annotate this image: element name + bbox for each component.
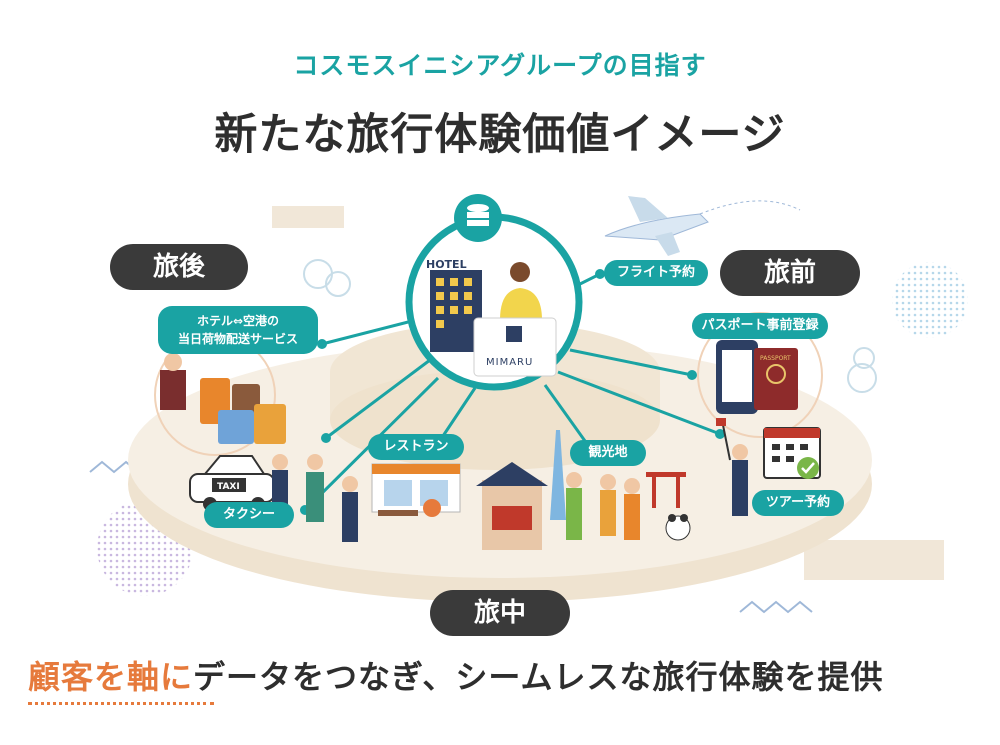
ring-deco bbox=[325, 271, 351, 297]
ring-deco bbox=[303, 259, 333, 289]
passport-phone-icon bbox=[716, 340, 798, 414]
mimaru-logo-text: MIMARU bbox=[486, 357, 533, 368]
traveler-with-flag-icon bbox=[716, 418, 748, 516]
tag-tour: ツアー予約 bbox=[752, 490, 844, 516]
tag-sightseeing: 観光地 bbox=[570, 440, 646, 466]
dotted-circle-deco bbox=[892, 262, 968, 338]
panda-icon bbox=[665, 514, 691, 541]
page-title: 新たな旅行体験価値イメージ bbox=[214, 110, 786, 160]
page-subtitle: コスモスイニシアグループの目指す bbox=[293, 51, 707, 80]
sightseers-icon bbox=[566, 472, 640, 540]
calendar-icon bbox=[763, 427, 821, 479]
zigzag-deco bbox=[739, 600, 813, 614]
luggage-group-icon bbox=[160, 353, 286, 444]
bottom-message-highlight: 顧客を軸に bbox=[28, 658, 194, 696]
guest-person-icon bbox=[500, 262, 542, 320]
tower-icon bbox=[550, 430, 566, 520]
ring-deco bbox=[853, 347, 875, 369]
connector-line bbox=[569, 348, 693, 377]
bottom-message: 顧客を軸にデータをつなぎ、シームレスな旅行体験を提供 bbox=[28, 652, 883, 698]
connector-line bbox=[321, 318, 417, 346]
taxi-label: TAXI bbox=[217, 482, 240, 492]
mimaru-card bbox=[473, 317, 557, 377]
connector-line bbox=[557, 370, 721, 436]
tag-taxi: タクシー bbox=[204, 502, 294, 528]
hotel-building-icon bbox=[430, 270, 482, 352]
phase-after-badge: 旅後 bbox=[110, 244, 248, 290]
bottom-message-rest: データをつなぎ、シームレスな旅行体験を提供 bbox=[193, 658, 884, 696]
database-icon bbox=[454, 194, 502, 242]
tag-restaurant: レストラン bbox=[368, 434, 464, 460]
phase-before-badge: 旅前 bbox=[720, 250, 860, 296]
tag-flight: フライト予約 bbox=[604, 260, 708, 286]
highlight-underline bbox=[28, 702, 214, 705]
tag-luggage-delivery: ホテル⇔空港の 当日荷物配送サービス bbox=[158, 306, 318, 354]
phase-during-badge: 旅中 bbox=[430, 590, 570, 636]
connector-line bbox=[543, 384, 592, 449]
connector-line bbox=[325, 358, 431, 440]
tag-luggage-delivery-line1: ホテル⇔空港の bbox=[196, 314, 280, 328]
torii-icon bbox=[646, 472, 686, 508]
stripes-deco bbox=[272, 206, 344, 228]
ring-deco bbox=[847, 363, 877, 393]
passport-label: PASSPORT bbox=[760, 355, 791, 362]
airplane-icon bbox=[604, 196, 709, 256]
tag-luggage-delivery-line2: 当日荷物配送サービス bbox=[177, 332, 298, 346]
tag-passport: パスポート事前登録 bbox=[692, 313, 828, 339]
temple-icon bbox=[476, 462, 548, 550]
restaurant-icon bbox=[342, 463, 461, 542]
stripes-deco bbox=[804, 540, 944, 580]
hotel-sign: HOTEL bbox=[426, 258, 467, 271]
flight-path-deco bbox=[699, 200, 801, 215]
